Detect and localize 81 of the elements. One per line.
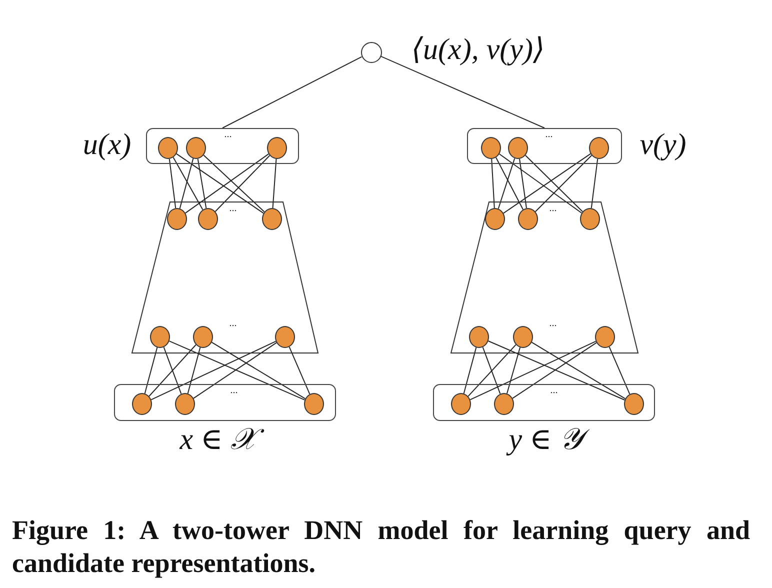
connection-line [506,347,521,394]
neuron-node [589,137,609,159]
neuron-node [451,393,471,415]
neuron-node [481,137,501,159]
neuron-node [518,208,538,230]
connection-line [197,158,207,209]
ellipsis-text: ... [550,386,558,396]
layer-box [146,128,299,164]
neuron-node [508,137,528,159]
neuron-node [304,393,324,415]
connection-line [172,156,204,210]
connection-line [470,340,596,400]
connection-line [482,346,501,394]
layer-box [433,384,655,421]
neuron-node [494,393,514,415]
connection-line [608,346,630,395]
connection-line [380,56,545,128]
connection-line [488,340,626,400]
connection-line [531,342,626,400]
layer-box [114,384,336,421]
ellipsis-text: ... [229,204,237,214]
connection-line [222,56,362,128]
hidden-layers-trapezoid [451,202,639,354]
neuron-node [193,326,213,348]
neuron-node [198,208,218,230]
connection-line [203,154,265,212]
ellipsis-text: ... [545,130,553,140]
connection-line [288,346,310,395]
connection-line [168,158,176,209]
ellipsis-text: ... [230,386,238,396]
connection-line [193,342,277,399]
connection-line [524,154,584,212]
neuron-node [275,326,295,348]
math-label: y ∈ 𝒴 [500,419,592,461]
neuron-node [150,326,170,348]
math-label: u(x) [82,127,132,163]
ellipsis-text: ... [549,204,557,214]
neuron-node [167,208,187,230]
connection-line [519,158,527,209]
connection-line [468,344,516,397]
connection-line [214,155,270,212]
connection-line [272,158,277,209]
neuron-node [595,326,615,348]
connection-line [168,340,306,400]
neuron-node [624,393,644,415]
connection-line [495,157,524,210]
connection-line [590,158,598,209]
figure-caption: Figure 1: A two-tower DNN model for learning query and candidate representations. [12,514,750,580]
connection-line [512,342,597,399]
neuron-node [513,326,533,348]
neuron-node [485,208,505,230]
connection-line [211,342,306,400]
connection-line [163,346,182,394]
neuron-node [580,208,600,230]
neuron-node [469,326,489,348]
math-label: ⟨u(x), v(y)⟩ [410,32,546,68]
neuron-node [175,393,195,415]
layer-box [467,128,622,164]
neuron-node [186,137,206,159]
math-label: x ∈ 𝒳 [170,419,266,461]
ellipsis-text: ... [549,319,557,329]
connection-line [503,153,591,214]
connection-line [150,340,276,400]
neuron-node [267,137,287,159]
connection-line [187,347,201,394]
connection-line [498,158,516,210]
connection-line [534,154,592,212]
neuron-node [132,393,152,415]
ellipsis-text: ... [224,130,232,140]
connection-line [148,344,196,397]
math-label: v(y) [638,127,688,163]
neuron-node [158,137,178,159]
ellipsis-text: ... [229,319,237,329]
neuron-node [262,208,282,230]
connection-line [179,158,194,209]
connection-line [144,347,158,394]
hidden-layers-trapezoid [132,202,318,354]
connection-line [491,158,495,209]
connection-line [463,347,477,394]
output-node-circle [360,42,382,62]
connection-line [498,154,582,214]
